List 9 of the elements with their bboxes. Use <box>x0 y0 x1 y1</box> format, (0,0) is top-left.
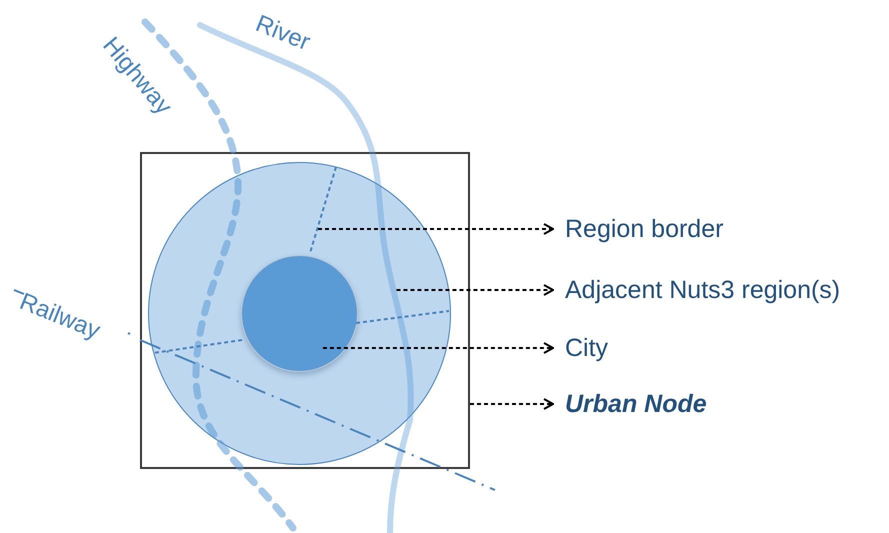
leader-line <box>318 223 554 235</box>
leader-line <box>322 342 554 354</box>
leader-line <box>470 398 554 410</box>
label-text: City <box>565 333 608 363</box>
label-text: Adjacent Nuts3 region(s) <box>565 275 840 305</box>
label-text: Urban Node <box>565 389 707 419</box>
leader-line <box>396 284 554 296</box>
label-text: Region border <box>565 214 724 244</box>
map-label: River <box>252 10 314 57</box>
